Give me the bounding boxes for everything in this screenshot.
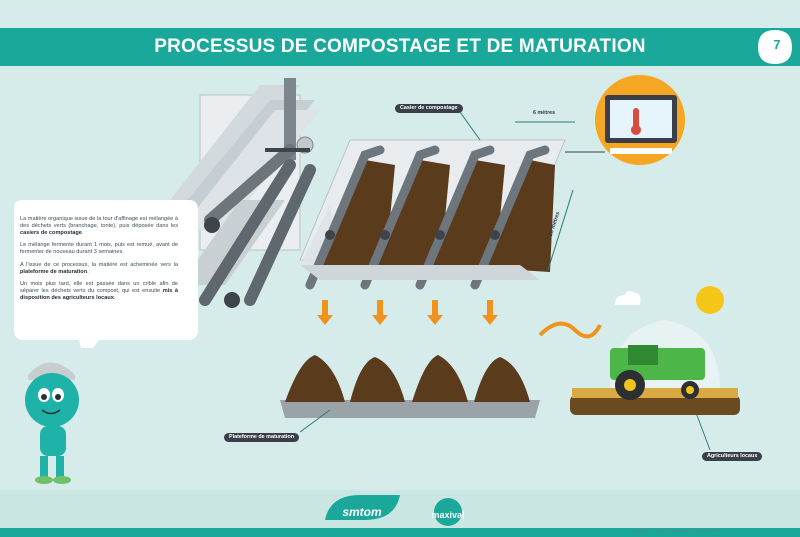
speech-bubble bbox=[14, 200, 198, 348]
maxival-logo: maxival bbox=[431, 510, 465, 520]
maxival-logo-shape bbox=[434, 498, 462, 526]
agriculteurs-leader-line bbox=[694, 409, 711, 451]
mixing-tower bbox=[170, 78, 320, 308]
text-p3-bold: plateforme de maturation bbox=[20, 268, 88, 275]
composting-bays bbox=[299, 139, 566, 290]
maturation-platform bbox=[280, 355, 540, 418]
casier-leader-line bbox=[459, 111, 481, 141]
page-title: PROCESSUS DE COMPOSTAGE ET DE MATURATION bbox=[154, 36, 646, 57]
delivery-arrow bbox=[538, 321, 602, 339]
transfer-arrows bbox=[317, 300, 498, 325]
text-p1-end: . bbox=[81, 229, 84, 236]
text-p3-end: . bbox=[87, 268, 89, 275]
page-number-badge bbox=[758, 30, 792, 64]
plateforme-label: Plateforme de maturation bbox=[224, 433, 300, 442]
text-p4: Un mois plus tard, elle est passée dans … bbox=[20, 281, 178, 295]
text-p1-bold: casiers de compostage bbox=[20, 229, 82, 236]
mascot-character bbox=[25, 362, 79, 484]
text-p1: La matière organique issue de la tour d'… bbox=[20, 215, 178, 229]
field-with-tractor bbox=[570, 286, 740, 415]
footer-strip bbox=[0, 528, 800, 537]
page-number: 7 bbox=[773, 37, 781, 52]
explanation-text: La matière organique issue de la tour d'… bbox=[20, 210, 178, 308]
text-p3: A l'issue de ce processus, la matière es… bbox=[20, 261, 178, 268]
credit-text: Graphisme : © Julien Carbonneau / Imprim… bbox=[630, 528, 722, 533]
temperature-monitor bbox=[565, 75, 685, 165]
agriculteurs-label: Agriculteurs locaux bbox=[702, 452, 763, 461]
casier-label: Casier de compostage bbox=[395, 104, 463, 113]
text-p2: Le mélange fermente durant 1 mois, puis … bbox=[20, 242, 178, 256]
plateforme-leader-line bbox=[299, 409, 331, 433]
text-p4-bold: mis à disposition des agriculteurs locau… bbox=[20, 288, 178, 302]
text-p4-end: . bbox=[113, 295, 116, 302]
smtom-logo: smtom bbox=[342, 505, 382, 519]
width-dimension: 6 mètres bbox=[533, 110, 556, 116]
title-banner bbox=[0, 28, 800, 66]
smtom-logo-shape bbox=[325, 495, 400, 520]
length-dimension-line bbox=[547, 189, 574, 271]
